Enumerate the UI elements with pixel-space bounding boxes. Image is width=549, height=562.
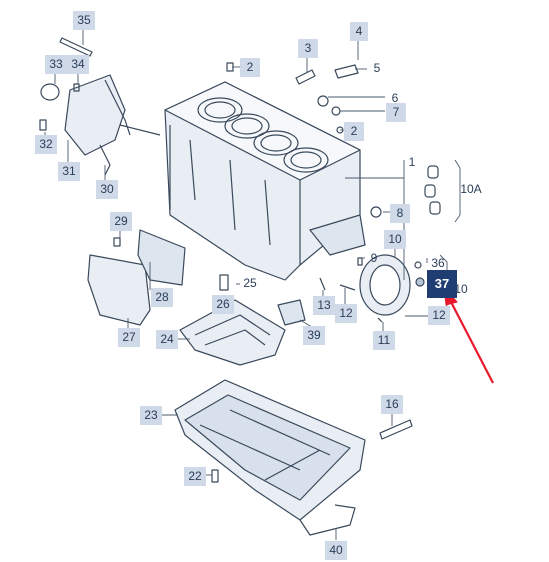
callout-part-34[interactable]: 34 xyxy=(67,55,89,74)
callout-part-8[interactable]: 8 xyxy=(390,204,410,223)
callout-part-2-right[interactable]: 2 xyxy=(344,122,364,141)
callout-part-35[interactable]: 35 xyxy=(73,11,95,30)
callout-part-10-upper[interactable]: 10 xyxy=(384,230,406,249)
callout-part-37-selected[interactable]: 37 xyxy=(427,270,457,298)
callout-part-36[interactable]: 36 xyxy=(431,256,445,270)
callout-part-27[interactable]: 27 xyxy=(118,328,140,347)
callout-part-22[interactable]: 22 xyxy=(184,467,206,486)
callout-part-6[interactable]: 6 xyxy=(391,91,399,105)
callout-part-1[interactable]: 1 xyxy=(408,155,416,169)
crankshaft-seal-flange xyxy=(359,254,425,316)
cylinder-block xyxy=(164,81,366,281)
callout-part-26[interactable]: 26 xyxy=(212,295,234,314)
callout-part-40[interactable]: 40 xyxy=(325,541,347,560)
callout-part-10-lower[interactable]: 10 xyxy=(454,282,468,296)
callout-part-31[interactable]: 31 xyxy=(58,162,80,181)
callout-part-39[interactable]: 39 xyxy=(303,326,325,345)
callout-part-12-left[interactable]: 12 xyxy=(335,304,357,323)
callout-part-32[interactable]: 32 xyxy=(35,135,57,154)
callout-part-4[interactable]: 4 xyxy=(350,22,368,41)
callout-part-29[interactable]: 29 xyxy=(110,212,132,231)
callout-part-24[interactable]: 24 xyxy=(156,330,178,349)
callout-part-11[interactable]: 11 xyxy=(373,331,395,350)
callout-part-5[interactable]: 5 xyxy=(373,61,381,75)
stud-set xyxy=(424,165,441,215)
leader-lines xyxy=(44,30,461,540)
callout-part-12-right[interactable]: 12 xyxy=(428,306,450,325)
timing-cover-parts xyxy=(39,37,161,176)
callout-part-33[interactable]: 33 xyxy=(45,55,67,74)
side-cover-parts xyxy=(87,229,186,326)
oil-baffle xyxy=(179,274,383,366)
selection-arrow xyxy=(443,285,494,384)
callout-part-13[interactable]: 13 xyxy=(313,296,335,315)
callout-part-28[interactable]: 28 xyxy=(151,288,173,307)
callout-part-25[interactable]: 25 xyxy=(243,276,257,290)
callout-part-30[interactable]: 30 xyxy=(96,180,118,199)
callout-part-9[interactable]: 9 xyxy=(370,251,378,265)
callout-part-2-top[interactable]: 2 xyxy=(240,58,260,77)
callout-part-3[interactable]: 3 xyxy=(298,39,318,58)
callout-part-10A[interactable]: 10A xyxy=(460,182,482,196)
callout-part-23[interactable]: 23 xyxy=(140,406,162,425)
callout-part-7[interactable]: 7 xyxy=(386,103,406,122)
oil-pan xyxy=(174,379,413,536)
callout-part-16[interactable]: 16 xyxy=(381,395,403,414)
